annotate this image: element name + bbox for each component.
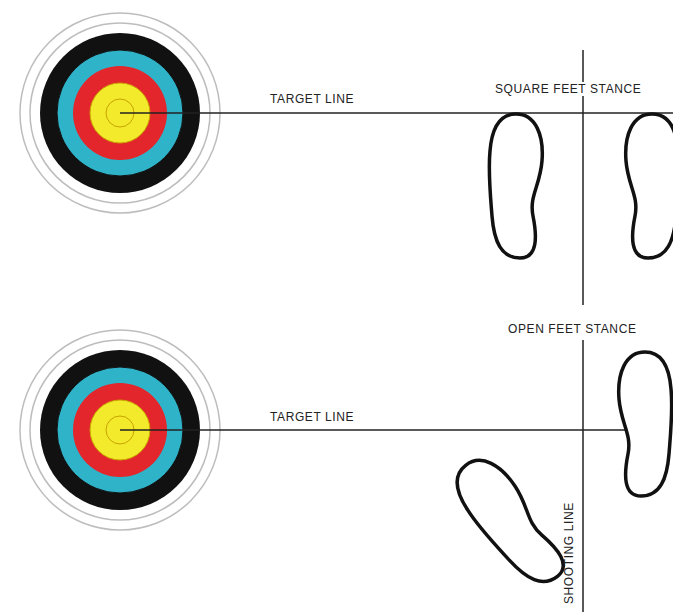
line-label: SHOOTING LINE	[562, 500, 576, 606]
left-foot	[445, 449, 576, 595]
target-line	[120, 112, 673, 114]
target-line	[120, 429, 625, 431]
stance-label: SQUARE FEET STANCE	[493, 82, 643, 96]
right-foot	[619, 352, 672, 496]
left-foot	[489, 114, 542, 258]
line-label: TARGET LINE	[268, 410, 356, 424]
right-foot	[626, 114, 673, 258]
shooting-line	[582, 340, 584, 612]
line-label: TARGET LINE	[268, 92, 356, 106]
stance-label: OPEN FEET STANCE	[506, 322, 639, 336]
